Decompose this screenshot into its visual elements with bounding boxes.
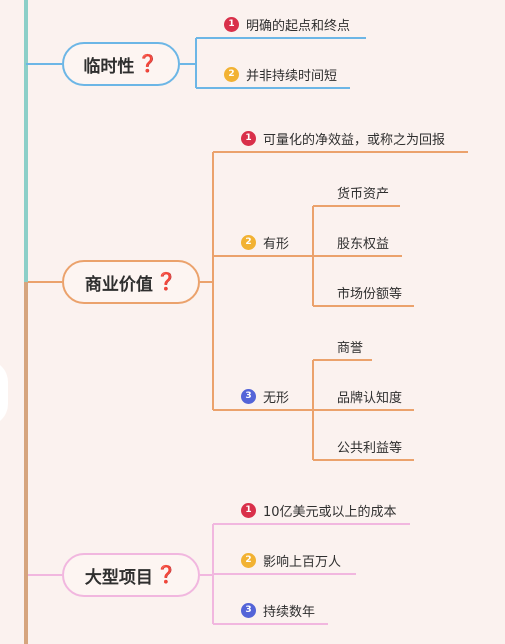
branch-1-lines (26, 37, 366, 89)
priority-1-icon: 1 (241, 130, 256, 146)
subtopic-label: 可量化的净效益，或称之为回报 (263, 132, 446, 148)
subtopic-impact[interactable]: 2 影响上百万人 (241, 550, 341, 570)
subtopic-tangible[interactable]: 2 有形 (241, 232, 289, 252)
subtopic-label: 10亿美元或以上的成本 (263, 504, 397, 520)
leaf-public-interest[interactable]: 公共利益等 (337, 440, 403, 456)
subtopic-label: 影响上百万人 (263, 554, 342, 570)
leaf-brand-awareness[interactable]: 品牌认知度 (337, 390, 403, 406)
leaf-monetary-assets[interactable]: 货币资产 (337, 186, 390, 202)
priority-2-icon: 2 (224, 66, 239, 82)
question-mark-icon: ❓ (137, 54, 159, 74)
priority-1-icon: 1 (224, 16, 239, 32)
branch-3-lines (28, 523, 410, 625)
subtopic-cost[interactable]: 1 10亿美元或以上的成本 (241, 500, 397, 520)
topic-label: 临时性 (83, 56, 135, 77)
leaf-market-share[interactable]: 市场份额等 (337, 286, 403, 302)
subtopic-not-short[interactable]: 2 并非持续时间短 (224, 64, 337, 84)
topic-business-value[interactable]: 商业价值❓ (62, 260, 200, 304)
question-mark-icon: ❓ (155, 565, 178, 585)
subtopic-intangible[interactable]: 3 无形 (241, 386, 289, 406)
topic-large-project[interactable]: 大型项目❓ (62, 553, 200, 597)
priority-1-icon: 1 (241, 502, 256, 518)
subtopic-label: 无形 (263, 390, 290, 406)
priority-3-icon: 3 (241, 602, 256, 618)
priority-2-icon: 2 (241, 552, 256, 568)
priority-3-icon: 3 (241, 388, 256, 404)
topic-label: 大型项目 (84, 567, 153, 588)
question-mark-icon: ❓ (155, 272, 178, 292)
topic-temporary[interactable]: 临时性❓ (62, 42, 180, 86)
priority-2-icon: 2 (241, 234, 256, 250)
subtopic-label: 有形 (263, 236, 290, 252)
subtopic-label: 明确的起点和终点 (246, 18, 351, 34)
subtopic-label: 持续数年 (263, 604, 316, 620)
branch-2-lines (28, 151, 468, 461)
root-node-edge (0, 360, 8, 426)
topic-label: 商业价值 (84, 274, 153, 295)
subtopic-net-benefit[interactable]: 1 可量化的净效益，或称之为回报 (241, 128, 445, 148)
leaf-goodwill[interactable]: 商誉 (337, 340, 364, 356)
subtopic-label: 并非持续时间短 (246, 68, 338, 84)
leaf-shareholder-equity[interactable]: 股东权益 (337, 236, 390, 252)
subtopic-clear-start-end[interactable]: 1 明确的起点和终点 (224, 14, 350, 34)
subtopic-duration[interactable]: 3 持续数年 (241, 600, 315, 620)
